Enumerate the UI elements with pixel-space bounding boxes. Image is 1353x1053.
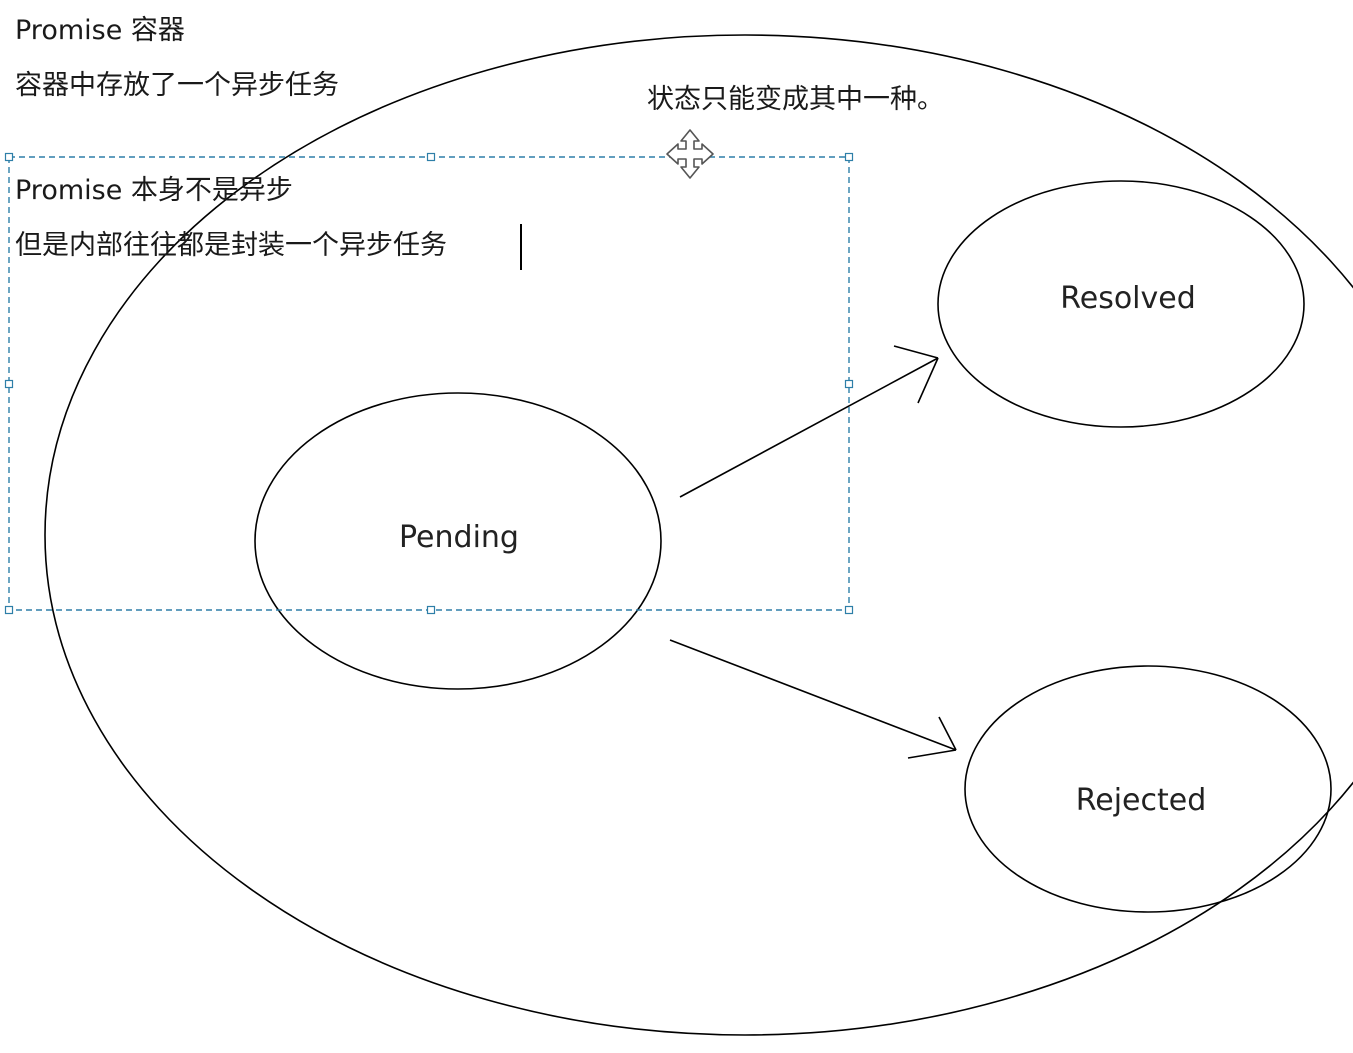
- resize-handle-bottom-left[interactable]: [4, 605, 14, 615]
- promise-container-ellipse[interactable]: [44, 34, 1353, 1036]
- resize-handle-bottom-right[interactable]: [844, 605, 854, 615]
- arrow-pending-to-resolved[interactable]: [679, 345, 939, 498]
- text-caret: [520, 224, 522, 270]
- pending-state-ellipse[interactable]: [254, 392, 662, 690]
- resize-handle-top-middle[interactable]: [426, 152, 436, 162]
- rejected-label: Rejected: [1075, 783, 1207, 818]
- wrap-note-text[interactable]: 但是内部往往都是封装一个异步任务: [15, 230, 447, 261]
- container-description-text: 容器中存放了一个异步任务: [15, 70, 339, 101]
- rejected-state-ellipse[interactable]: [964, 665, 1332, 913]
- container-title-text: Promise 容器: [15, 15, 185, 46]
- resolved-label: Resolved: [1060, 281, 1196, 316]
- arrow-pending-to-rejected[interactable]: [669, 639, 957, 759]
- move-cross-arrows-icon[interactable]: [666, 129, 714, 179]
- resize-handle-top-left[interactable]: [4, 152, 14, 162]
- resize-handle-top-right[interactable]: [844, 152, 854, 162]
- pending-label: Pending: [399, 520, 519, 555]
- resize-handle-middle-left[interactable]: [4, 379, 14, 389]
- resize-handle-middle-right[interactable]: [844, 379, 854, 389]
- state-note-text: 状态只能变成其中一种。: [647, 84, 944, 115]
- sync-note-text[interactable]: Promise 本身不是异步: [15, 175, 293, 206]
- resize-handle-bottom-middle[interactable]: [426, 605, 436, 615]
- resolved-state-ellipse[interactable]: [937, 180, 1305, 428]
- text-box-selection-frame[interactable]: [4, 152, 854, 615]
